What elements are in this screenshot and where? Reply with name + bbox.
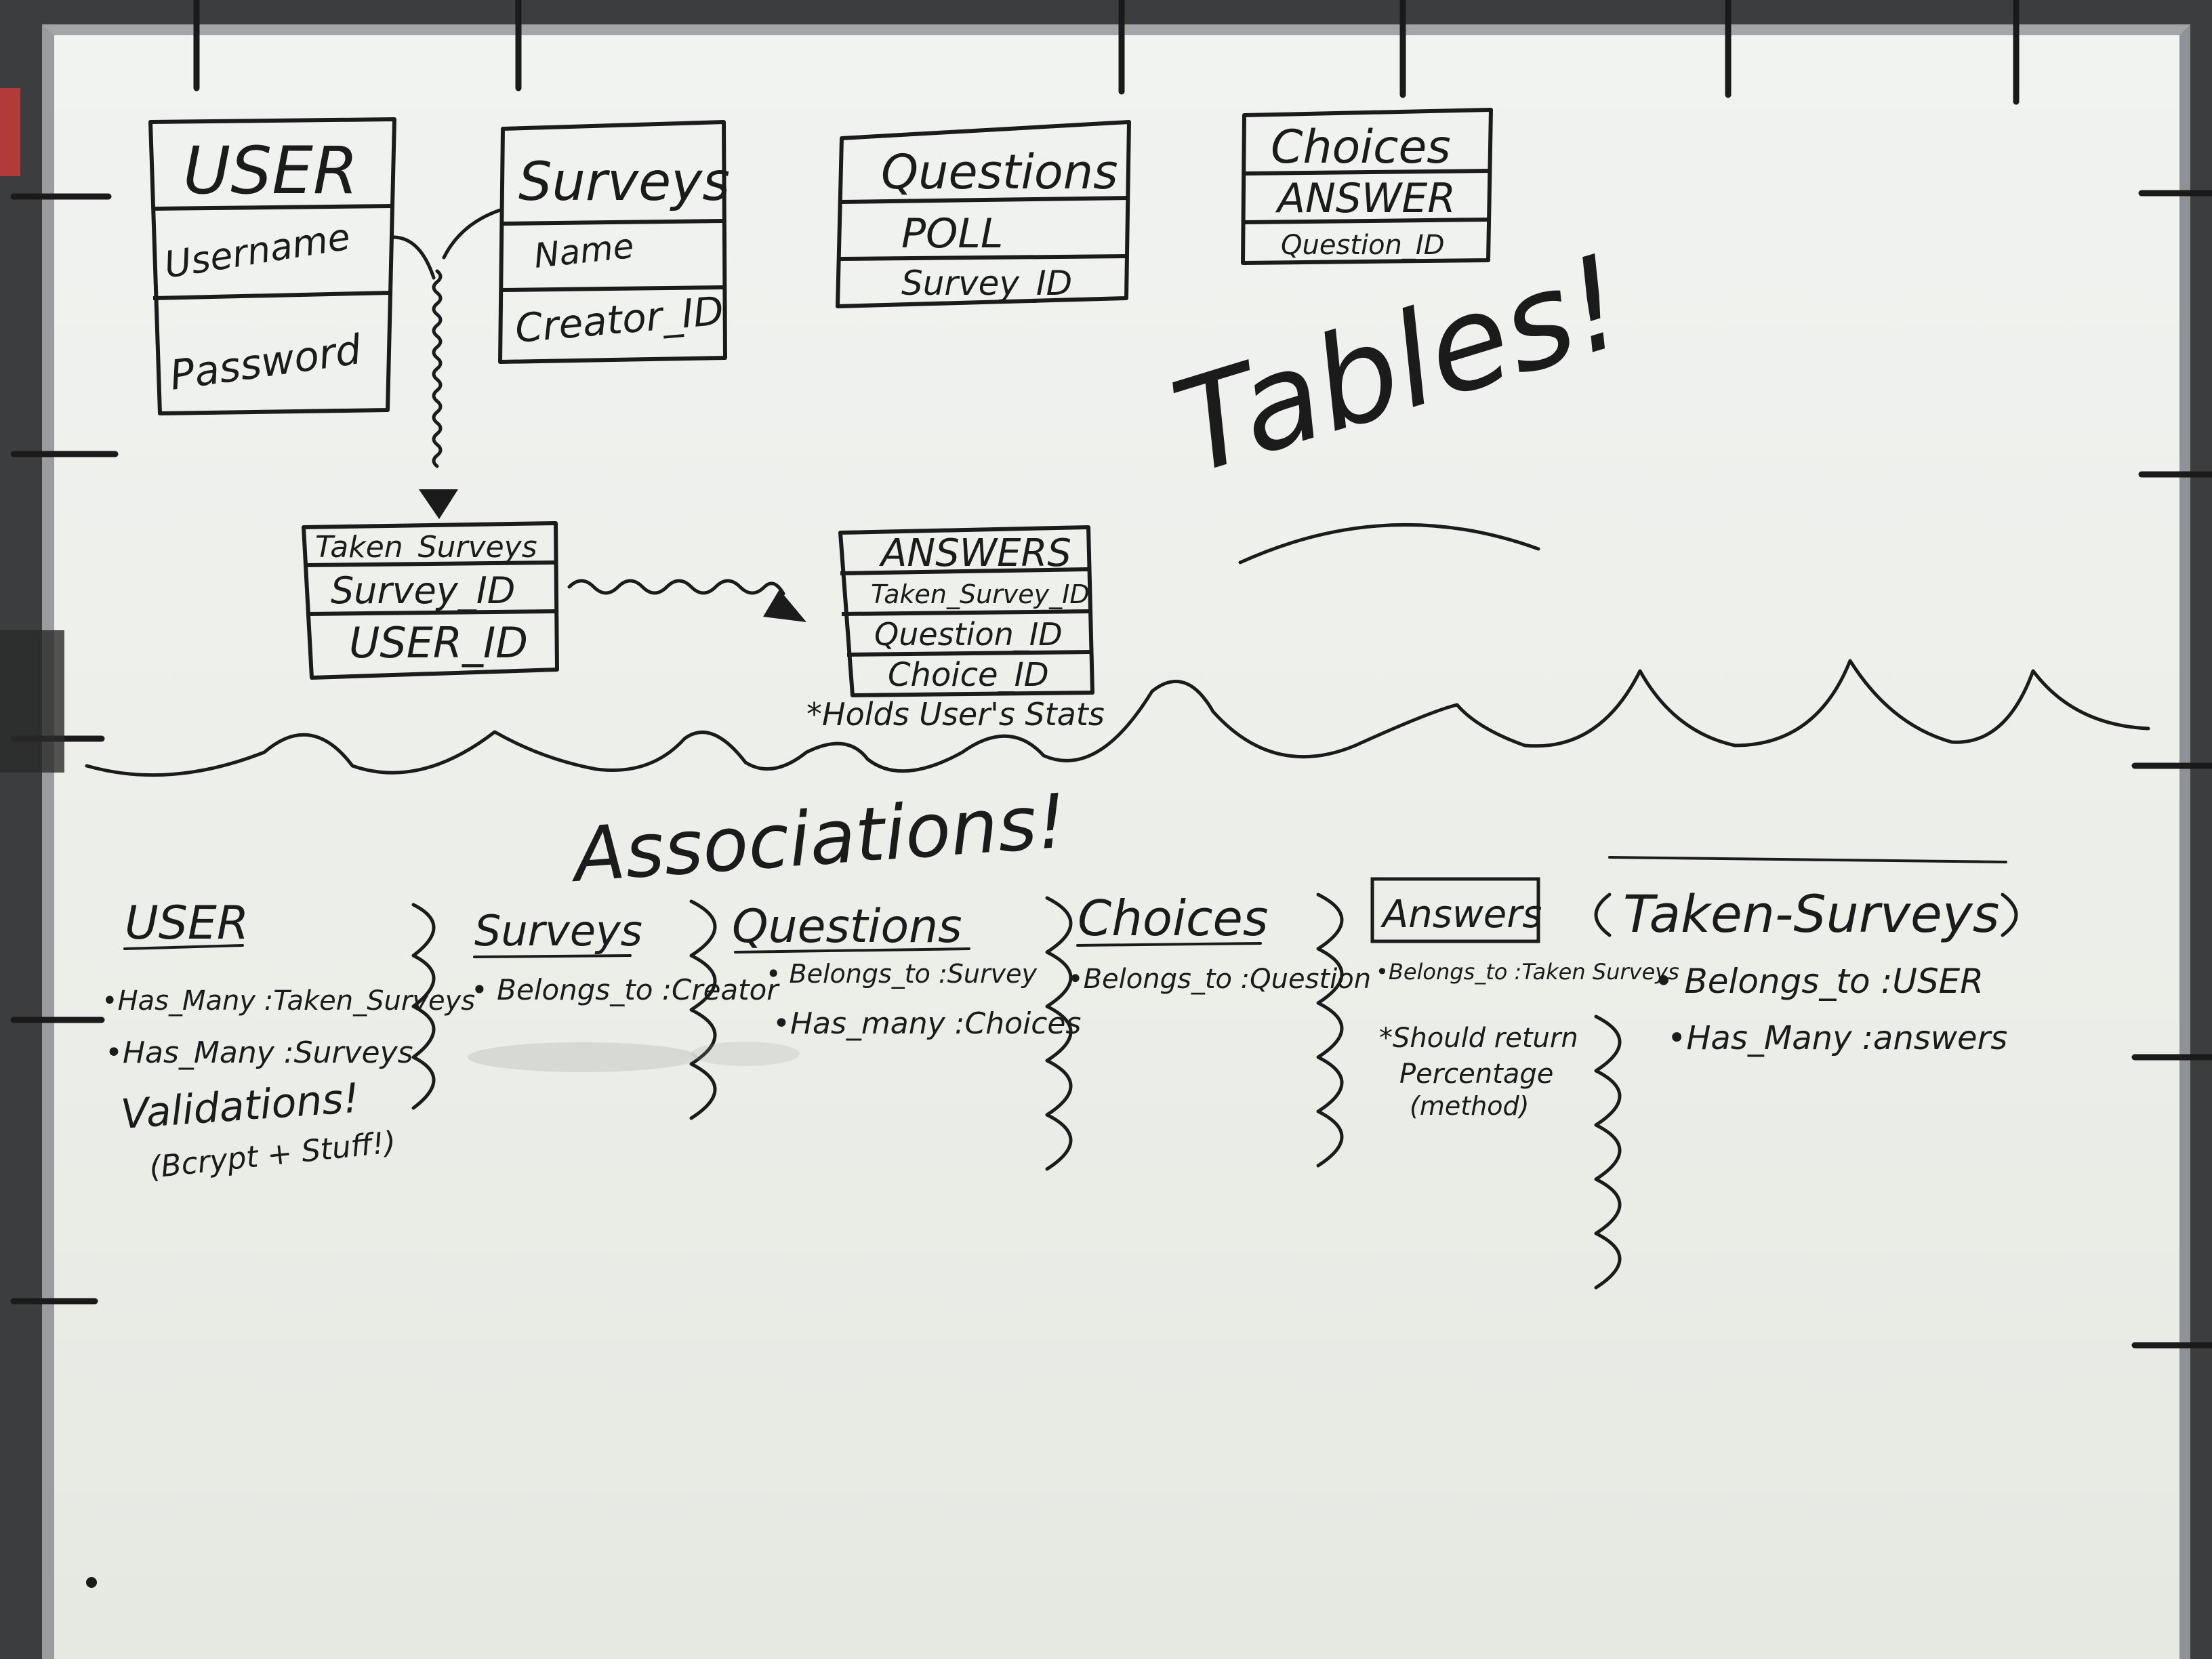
table-answers-title: ANSWERS <box>879 531 1071 575</box>
wave-divider <box>85 659 2150 777</box>
association-answers-line: •Belongs_to :Taken Surveys <box>1376 959 1679 985</box>
association-user-line: •Has_Many :Taken_Surveys <box>102 985 475 1017</box>
table-choices-field: Question_ID <box>1281 230 1445 261</box>
table-taken-surveys: Taken_Surveys Survey_ID USER_ID <box>302 521 559 680</box>
association-choices-title: Choices <box>1078 890 1268 947</box>
heading-tables-text: Tables! <box>1158 226 1641 504</box>
heading-associations: Associations! <box>567 777 1069 899</box>
table-user: USER Username Password <box>148 117 396 415</box>
association-taken-surveys: Taken-Surveys • Belongs_to :USER •Has_Ma… <box>1594 856 2018 1057</box>
association-surveys: Surveys • Belongs_to :Creator <box>471 899 780 1120</box>
table-choices-title: Choices <box>1271 121 1451 174</box>
association-user-title: USER <box>125 897 249 950</box>
table-surveys-field: Name <box>532 226 636 276</box>
association-questions-line: • Belongs_to :Survey <box>766 959 1037 989</box>
table-questions-field: Survey_ID <box>901 264 1072 303</box>
association-taken-surveys-title: Taken-Surveys <box>1623 884 1999 944</box>
association-answers-title: Answers <box>1380 893 1542 937</box>
association-questions-title: Questions <box>732 900 962 954</box>
association-surveys-line: • Belongs_to :Creator <box>471 973 780 1006</box>
association-choices-line: •Belongs_to :Question <box>1067 964 1371 995</box>
table-taken-surveys-title: Taken_Surveys <box>315 530 537 565</box>
association-user-line: •Has_Many :Surveys <box>105 1036 413 1070</box>
association-taken-surveys-line: • Belongs_to :USER <box>1654 962 1984 1001</box>
association-answers: Answers •Belongs_to :Taken Surveys *Shou… <box>1370 877 1679 1290</box>
table-answers-field: Question_ID <box>874 616 1063 653</box>
table-answers: ANSWERS Taken_Survey_ID Question_ID Choi… <box>806 525 1105 733</box>
table-questions-title: Questions <box>881 144 1118 200</box>
association-questions-line: •Has_many :Choices <box>773 1006 1081 1041</box>
association-user: USER •Has_Many :Taken_Surveys •Has_Many … <box>102 897 475 1185</box>
table-choices: Choices ANSWER Question_ID <box>1241 108 1493 265</box>
table-user-title: USER <box>183 133 359 209</box>
table-answers-field: Choice_ID <box>888 656 1049 694</box>
table-questions: Questions POLL Survey_ID <box>836 120 1131 308</box>
table-questions-field: POLL <box>901 210 1003 258</box>
association-taken-surveys-line: •Has_Many :answers <box>1667 1019 2007 1057</box>
frame-clips <box>0 0 2212 1349</box>
association-answers-line: (method) <box>1410 1091 1529 1121</box>
table-user-field: Password <box>167 326 365 400</box>
association-answers-line: Percentage <box>1399 1059 1553 1090</box>
relation-arrows <box>391 208 806 622</box>
association-user-line: Validations! <box>119 1075 361 1139</box>
table-user-field: Username <box>161 215 353 286</box>
association-answers-line: *Should return <box>1379 1023 1578 1054</box>
association-questions: Questions • Belongs_to :Survey •Has_many… <box>732 896 1081 1171</box>
table-choices-field: ANSWER <box>1275 175 1456 222</box>
association-choices: Choices •Belongs_to :Question <box>1067 890 1371 1168</box>
heading-tables: Tables! <box>1158 226 1641 565</box>
table-surveys-title: Surveys <box>518 152 730 213</box>
table-surveys-field: Creator_ID <box>513 287 725 352</box>
table-answers-field: Taken_Survey_ID <box>871 579 1090 609</box>
association-surveys-title: Surveys <box>474 906 642 956</box>
table-taken-surveys-field: USER_ID <box>349 618 528 668</box>
table-answers-note: *Holds User's Stats <box>806 696 1105 733</box>
table-surveys: Surveys Name Creator_ID <box>498 120 730 364</box>
table-taken-surveys-field: Survey_ID <box>331 569 515 612</box>
